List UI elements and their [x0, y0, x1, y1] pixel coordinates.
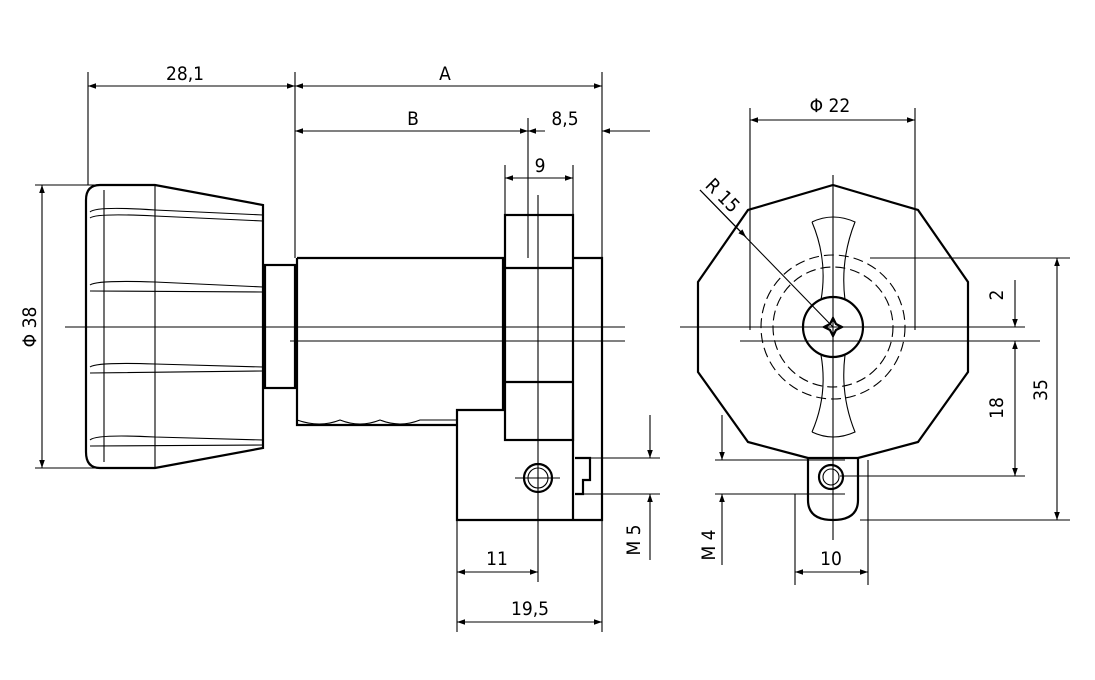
dim-offset-2: 2 — [986, 290, 1008, 301]
dim-thread-m5: M 5 — [623, 524, 645, 555]
side-view: 28,1 A B 8,5 9 Φ 38 M 5 11 19,5 — [19, 63, 660, 632]
dim-a: A — [439, 63, 451, 85]
dim-lug-width-10: 10 — [820, 548, 842, 570]
dim-nut: 9 — [535, 155, 546, 177]
dim-hole-offset: 11 — [486, 548, 508, 570]
dim-total-height-35: 35 — [1030, 379, 1052, 401]
mount-hole — [817, 463, 845, 491]
dim-knob-length: 28,1 — [166, 63, 204, 85]
dim-flange: 8,5 — [551, 108, 578, 130]
dim-knob-diameter: Φ 38 — [19, 307, 41, 348]
front-view: Φ 22 R 15 2 18 35 M 4 10 — [680, 95, 1070, 585]
dim-b: B — [407, 108, 419, 130]
dim-hole-height-18: 18 — [986, 397, 1008, 419]
housing — [295, 256, 604, 522]
knob — [84, 183, 265, 470]
flange-notch — [571, 410, 592, 520]
wing-contour — [811, 216, 856, 438]
dim-thread-m4: M 4 — [698, 529, 720, 560]
dim-base-length: 19,5 — [511, 598, 549, 620]
dim-diameter-22: Φ 22 — [810, 95, 851, 117]
dim-radius-15: R 15 — [701, 174, 744, 217]
